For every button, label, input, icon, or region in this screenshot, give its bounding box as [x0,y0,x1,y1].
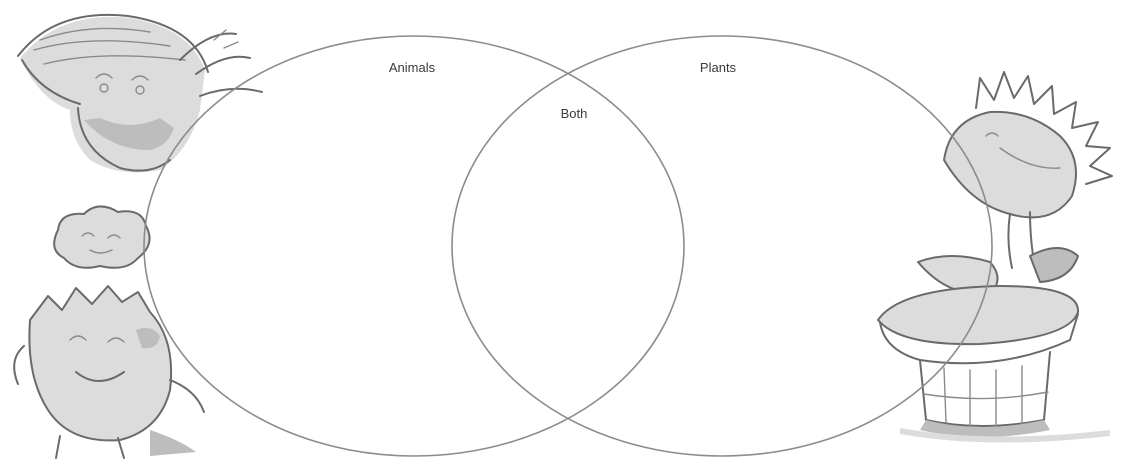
plants-set-circle [452,36,992,456]
overlap-label: Both [561,106,588,121]
spiky-monster-character-icon [14,286,204,458]
animals-set-circle [144,36,684,456]
carnivorous-potted-plant-icon [878,72,1112,443]
cloud-creature-character-icon [54,206,149,267]
animals-set-label: Animals [389,60,436,75]
plants-set-label: Plants [700,60,737,75]
knight-helmet-character-icon [18,15,262,173]
